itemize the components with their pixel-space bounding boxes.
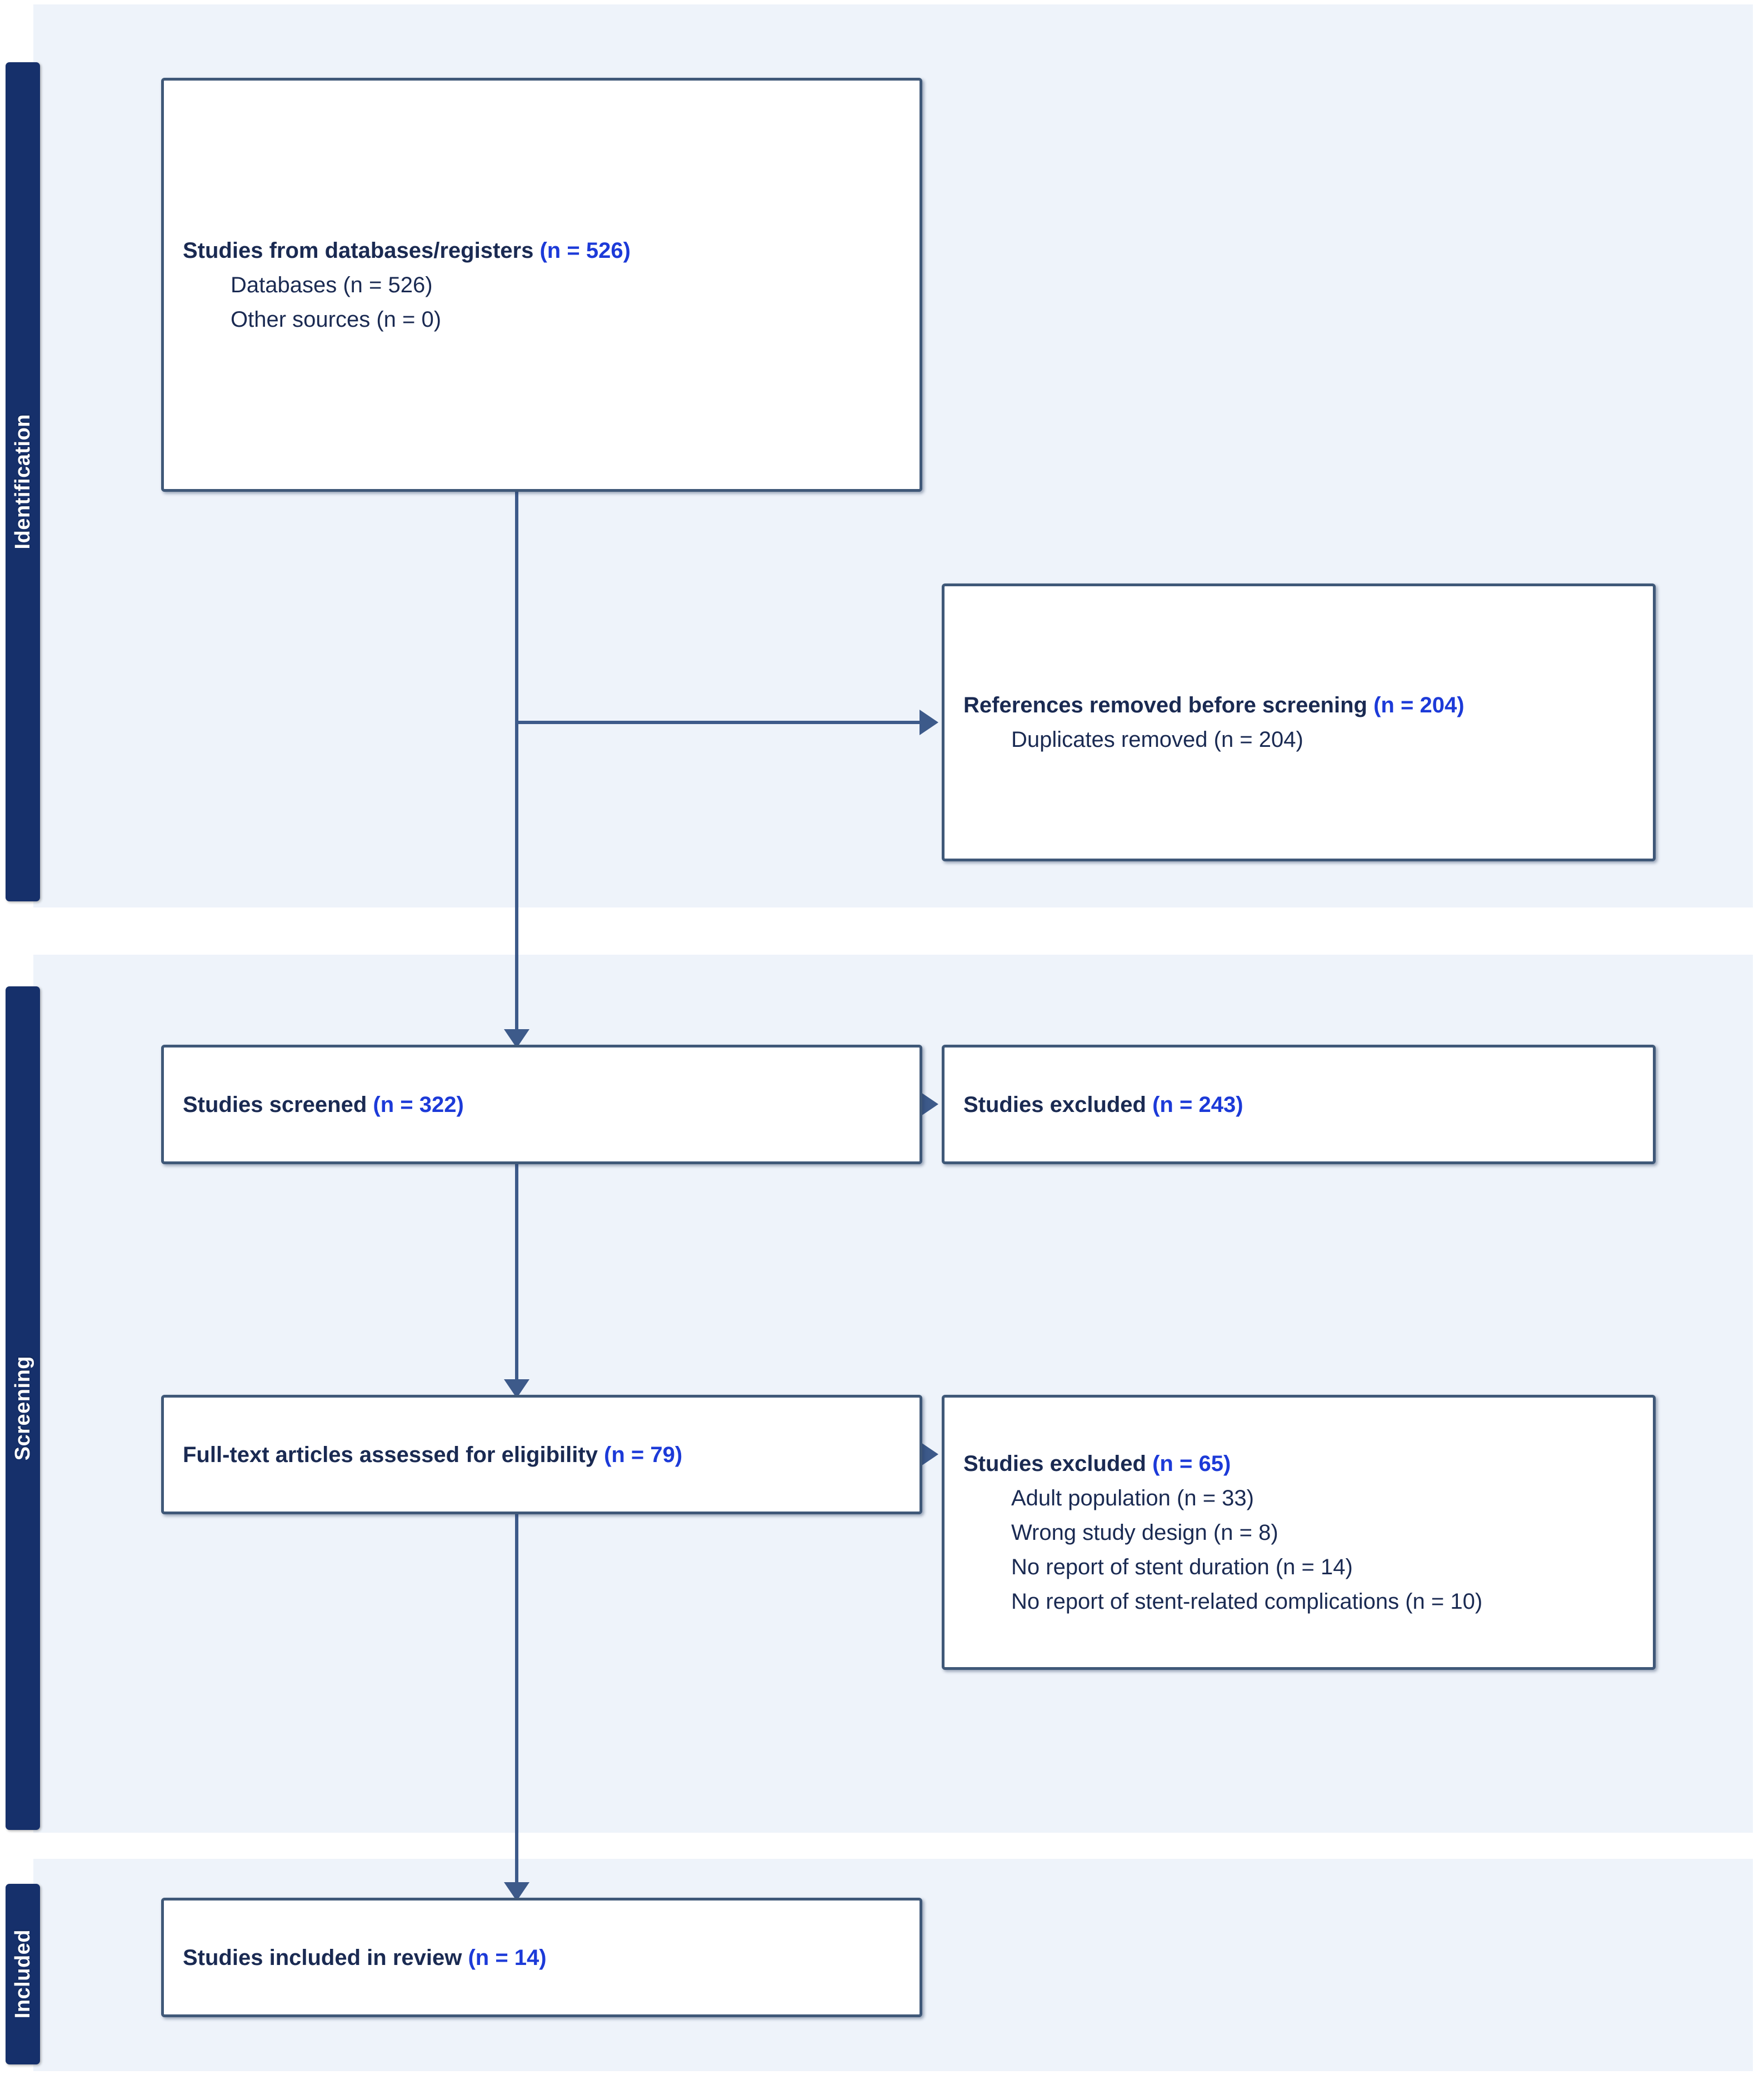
- box-screened-headline-count: (n = 322): [373, 1092, 464, 1117]
- arrowhead-right-excluded-screening: [920, 1091, 938, 1117]
- box-removed-headline: References removed before screening (n =…: [963, 688, 1634, 722]
- box-included-headline-count: (n = 14): [468, 1945, 547, 1970]
- box-screened-headline: Studies screened (n = 322): [183, 1088, 901, 1122]
- box-excluded-eligibility-headline-text: Studies excluded: [963, 1451, 1146, 1476]
- box-fulltext-headline-count: (n = 79): [604, 1442, 683, 1467]
- box-records-headline-count: (n = 526): [539, 238, 631, 263]
- connector-records-to-removed: [515, 721, 926, 724]
- box-studies-screened: Studies screened (n = 322): [161, 1045, 922, 1164]
- box-records-identified: Studies from databases/registers (n = 52…: [161, 78, 922, 492]
- box-excluded-eligibility-headline: Studies excluded (n = 65): [963, 1446, 1634, 1481]
- box-records-sub-other-sources-count: (n = 0): [376, 307, 442, 332]
- box-excluded-reason-no-stent-duration: No report of stent duration (n = 14): [963, 1550, 1634, 1584]
- arrowhead-right-excluded-eligibility: [920, 1441, 938, 1467]
- box-screened-headline-text: Studies screened: [183, 1092, 367, 1117]
- phase-label-identification: Identification: [6, 62, 40, 901]
- connector-screened-to-fulltext: [515, 1164, 518, 1395]
- phase-label-included: Included: [6, 1884, 40, 2064]
- box-records-sub-databases-count: (n = 526): [343, 272, 433, 297]
- box-excluded-screening-headline-count: (n = 243): [1152, 1092, 1243, 1117]
- box-fulltext-assessed: Full-text articles assessed for eligibil…: [161, 1395, 922, 1514]
- box-excluded-reason-wrong-study-design: Wrong study design (n = 8): [963, 1515, 1634, 1550]
- box-records-sub-other-sources: Other sources (n = 0): [183, 302, 901, 337]
- phase-label-screening: Screening: [6, 986, 40, 1830]
- box-records-headline-text: Studies from databases/registers: [183, 238, 534, 263]
- box-records-sub-databases: Databases (n = 526): [183, 268, 901, 302]
- box-fulltext-headline: Full-text articles assessed for eligibil…: [183, 1438, 901, 1472]
- box-studies-excluded-screening: Studies excluded (n = 243): [942, 1045, 1656, 1164]
- box-excluded-screening-headline: Studies excluded (n = 243): [963, 1088, 1634, 1122]
- box-removed-sub-duplicates: Duplicates removed (n = 204): [963, 722, 1634, 757]
- box-removed-sub-duplicates-text: Duplicates removed: [1011, 727, 1208, 752]
- box-records-sub-other-sources-text: Other sources: [231, 307, 371, 332]
- box-excluded-reason-no-stent-duration-text: No report of stent duration: [1011, 1554, 1270, 1579]
- box-excluded-reason-no-stent-duration-count: (n = 14): [1275, 1554, 1353, 1579]
- box-excluded-reason-adult-population-text: Adult population: [1011, 1485, 1171, 1510]
- box-studies-excluded-eligibility: Studies excluded (n = 65) Adult populati…: [942, 1395, 1656, 1670]
- phase-label-screening-text: Screening: [11, 1355, 34, 1461]
- box-excluded-screening-headline-text: Studies excluded: [963, 1092, 1146, 1117]
- box-removed-sub-duplicates-count: (n = 204): [1213, 727, 1303, 752]
- box-excluded-reason-adult-population-count: (n = 33): [1177, 1485, 1254, 1510]
- box-excluded-reason-no-stent-complications-count: (n = 10): [1405, 1589, 1483, 1614]
- box-excluded-reason-wrong-study-design-count: (n = 8): [1213, 1520, 1278, 1545]
- box-references-removed: References removed before screening (n =…: [942, 583, 1656, 861]
- box-removed-headline-count: (n = 204): [1373, 693, 1465, 717]
- phase-label-included-text: Included: [11, 1929, 34, 2019]
- box-studies-included: Studies included in review (n = 14): [161, 1898, 922, 2017]
- box-excluded-eligibility-headline-count: (n = 65): [1152, 1451, 1231, 1476]
- arrowhead-right-removed: [920, 710, 938, 735]
- box-included-headline-text: Studies included in review: [183, 1945, 462, 1970]
- box-fulltext-headline-text: Full-text articles assessed for eligibil…: [183, 1442, 598, 1467]
- box-records-headline: Studies from databases/registers (n = 52…: [183, 233, 901, 268]
- connector-fulltext-to-included: [515, 1514, 518, 1898]
- box-included-headline: Studies included in review (n = 14): [183, 1941, 901, 1975]
- box-excluded-reason-no-stent-complications: No report of stent-related complications…: [963, 1584, 1634, 1619]
- phase-label-identification-text: Identification: [11, 414, 34, 550]
- box-records-sub-databases-text: Databases: [231, 272, 337, 297]
- box-excluded-reason-adult-population: Adult population (n = 33): [963, 1481, 1634, 1515]
- box-excluded-reason-wrong-study-design-text: Wrong study design: [1011, 1520, 1207, 1545]
- connector-records-to-screened: [515, 492, 518, 1045]
- box-excluded-reason-no-stent-complications-text: No report of stent-related complications: [1011, 1589, 1400, 1614]
- box-removed-headline-text: References removed before screening: [963, 693, 1367, 717]
